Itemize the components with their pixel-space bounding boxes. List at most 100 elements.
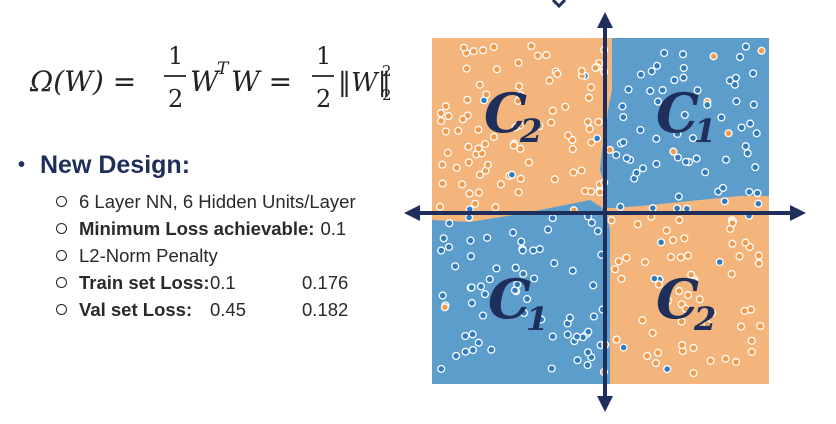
data-point-orange bbox=[747, 347, 756, 356]
formula-norm-sub: 2 bbox=[382, 86, 392, 104]
data-point-blue bbox=[732, 97, 741, 106]
data-point-orange bbox=[728, 239, 737, 248]
data-point-orange bbox=[443, 148, 452, 157]
data-point-blue bbox=[670, 76, 679, 85]
sub-item-text: 6 Layer NN, 6 Hidden Units/Layer bbox=[79, 191, 356, 212]
label-top-right-sub: 1 bbox=[694, 112, 716, 150]
data-point-blue bbox=[652, 159, 661, 168]
data-point-blue bbox=[537, 315, 546, 324]
bullet-main-label: New Design: bbox=[40, 150, 191, 179]
data-point-blue bbox=[679, 73, 688, 82]
data-point-orange bbox=[514, 82, 524, 91]
data-point-orange bbox=[479, 46, 488, 55]
data-point-blue bbox=[679, 63, 688, 73]
data-point-blue bbox=[741, 42, 750, 51]
data-point-orange bbox=[474, 188, 483, 197]
data-point-orange bbox=[514, 58, 523, 67]
data-point-blue bbox=[720, 197, 729, 206]
data-point-orange bbox=[591, 63, 600, 72]
data-point-blue bbox=[718, 183, 728, 192]
data-point-orange bbox=[675, 215, 684, 225]
formula-w-equals: W = bbox=[231, 65, 292, 98]
data-point-blue bbox=[465, 213, 474, 222]
data-point-orange bbox=[489, 132, 498, 141]
data-point-blue bbox=[487, 345, 496, 354]
data-point-blue bbox=[518, 246, 527, 255]
x-axis-left-arrow-icon bbox=[404, 205, 420, 221]
data-point-blue bbox=[648, 204, 657, 213]
data-point-orange bbox=[474, 144, 483, 153]
data-point-blue bbox=[751, 163, 760, 172]
data-point-blue bbox=[437, 246, 446, 255]
data-point-blue bbox=[523, 294, 532, 304]
data-point-blue bbox=[467, 299, 476, 308]
data-point-orange bbox=[741, 238, 750, 247]
label-top-left-letter: C bbox=[484, 81, 527, 145]
data-point-blue bbox=[650, 274, 659, 283]
data-point-blue bbox=[438, 291, 447, 300]
sub-item-val-loss: Val set Loss: 0.45 0.182 bbox=[56, 296, 418, 323]
data-point-blue bbox=[550, 259, 559, 268]
data-point-orange bbox=[677, 317, 686, 326]
data-point-blue bbox=[529, 246, 538, 255]
val-loss-label: Val set Loss: bbox=[79, 299, 193, 320]
data-point-orange bbox=[683, 291, 693, 300]
data-point-blue bbox=[680, 110, 689, 119]
data-point-blue bbox=[745, 187, 754, 196]
data-point-orange bbox=[675, 287, 684, 296]
val-loss-value-1: 0.45 bbox=[210, 299, 247, 320]
data-point-orange bbox=[747, 336, 756, 345]
data-point-orange bbox=[524, 158, 533, 167]
hollow-circle-icon bbox=[56, 196, 67, 207]
data-point-blue bbox=[511, 263, 520, 272]
data-point-orange bbox=[492, 65, 501, 74]
data-point-blue bbox=[619, 343, 628, 352]
data-point-orange bbox=[641, 258, 650, 267]
data-point-blue bbox=[583, 348, 593, 357]
data-point-orange bbox=[680, 234, 689, 243]
data-point-orange bbox=[550, 175, 559, 184]
formula-norm: ‖W‖ bbox=[338, 68, 391, 98]
data-point-orange bbox=[728, 219, 737, 228]
data-point-orange bbox=[587, 138, 596, 147]
data-point-orange bbox=[444, 112, 453, 121]
data-point-blue bbox=[735, 53, 745, 62]
data-point-blue bbox=[548, 214, 557, 223]
data-point-blue bbox=[452, 351, 461, 360]
data-point-blue bbox=[754, 199, 763, 208]
data-point-blue bbox=[692, 154, 701, 163]
data-point-orange bbox=[651, 359, 660, 368]
data-point-blue bbox=[616, 202, 625, 211]
data-point-blue bbox=[636, 70, 645, 79]
data-point-orange bbox=[481, 139, 490, 149]
data-point-blue bbox=[593, 134, 602, 143]
train-loss-value-2: 0.176 bbox=[302, 272, 349, 293]
data-point-blue bbox=[548, 332, 557, 341]
formula-half2-denominator: 2 bbox=[316, 85, 331, 113]
sub-item-architecture: 6 Layer NN, 6 Hidden Units/Layer bbox=[56, 188, 418, 215]
data-point-blue bbox=[478, 311, 488, 320]
data-point-orange bbox=[676, 253, 685, 262]
data-point-blue bbox=[681, 157, 690, 166]
data-point-blue bbox=[652, 134, 661, 143]
data-point-blue bbox=[517, 237, 526, 246]
data-point-blue bbox=[445, 219, 454, 228]
data-point-orange bbox=[533, 51, 542, 60]
data-point-blue bbox=[508, 228, 518, 237]
data-point-orange bbox=[489, 42, 498, 52]
data-point-orange bbox=[535, 122, 544, 131]
data-point-orange bbox=[564, 131, 573, 140]
data-point-blue bbox=[701, 168, 710, 177]
data-point-orange bbox=[569, 168, 578, 177]
data-point-blue bbox=[622, 154, 631, 163]
data-point-orange bbox=[610, 265, 620, 274]
data-point-orange bbox=[737, 322, 746, 331]
data-point-blue bbox=[476, 282, 486, 291]
data-point-blue bbox=[619, 113, 628, 122]
data-point-orange bbox=[622, 253, 631, 262]
cropped-title-fragment bbox=[551, 0, 567, 9]
data-point-blue bbox=[632, 168, 641, 177]
data-point-blue bbox=[741, 142, 750, 151]
formula-half-numerator: 1 bbox=[168, 42, 183, 70]
data-point-blue bbox=[461, 347, 470, 356]
